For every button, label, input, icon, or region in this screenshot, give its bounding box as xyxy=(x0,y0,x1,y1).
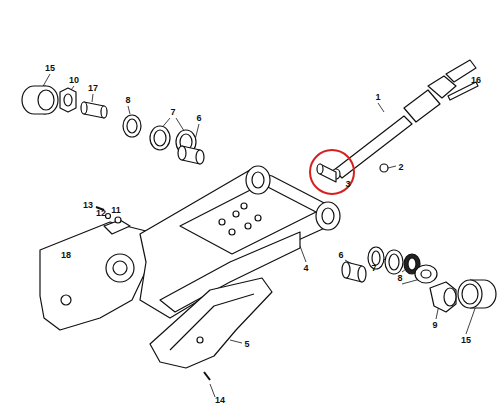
seal-right xyxy=(404,254,437,283)
callout-number: 10 xyxy=(69,76,79,85)
sleeve xyxy=(81,102,107,118)
callout-number: 15 xyxy=(461,336,471,345)
callout-number: 18 xyxy=(61,251,71,260)
pin xyxy=(448,82,478,100)
callout-number: 6 xyxy=(338,251,343,260)
callout-number: 8 xyxy=(397,274,402,283)
callout-number: 8 xyxy=(125,96,130,105)
nut xyxy=(60,88,76,112)
screw xyxy=(204,372,210,380)
bracket xyxy=(40,220,150,330)
callout-number: 14 xyxy=(215,396,225,405)
callout-number: 6 xyxy=(196,114,201,123)
highlighted-pin xyxy=(310,150,354,194)
callout-number: 1 xyxy=(375,93,380,102)
callout-number: 5 xyxy=(244,340,249,349)
cone-cap xyxy=(430,282,456,312)
seal-ring xyxy=(123,115,141,137)
callout-number: 7 xyxy=(170,108,175,117)
o-ring xyxy=(380,164,388,172)
callout-number: 15 xyxy=(45,64,55,73)
callout-number: 12 xyxy=(96,209,106,218)
callout-number: 13 xyxy=(83,201,93,210)
bearing-right xyxy=(368,247,403,274)
callout-number: 2 xyxy=(398,163,403,172)
bushing-right xyxy=(342,262,366,282)
end-cap-right xyxy=(458,280,496,308)
callout-number: 9 xyxy=(432,321,437,330)
callout-number: 16 xyxy=(471,76,481,85)
callout-number: 11 xyxy=(111,206,121,215)
callout-number: 3 xyxy=(345,180,350,189)
end-cap xyxy=(22,86,58,114)
callout-number: 7 xyxy=(371,264,376,273)
callout-number: 17 xyxy=(88,84,98,93)
callout-number: 4 xyxy=(303,264,308,273)
bushing xyxy=(178,146,204,164)
drive-shaft xyxy=(332,60,476,179)
shield xyxy=(150,278,272,368)
